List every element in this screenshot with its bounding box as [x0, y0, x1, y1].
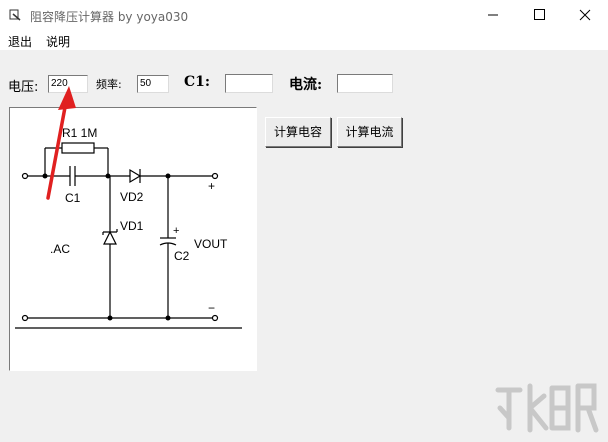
c1-label: C1: [184, 74, 211, 90]
vd1-label: VD1 [120, 219, 144, 233]
minimize-icon [488, 14, 498, 16]
vout-label: VOUT [194, 237, 228, 251]
r1-label: R1 1M [62, 126, 97, 140]
plus-top-label: + [208, 179, 215, 193]
current-label: 电流: [289, 77, 323, 93]
menu-bar: 退出 说明 [0, 30, 608, 50]
frequency-field[interactable]: 50 [137, 75, 169, 93]
menu-exit[interactable]: 退出 [8, 35, 33, 49]
c1-component-label: C1 [65, 191, 81, 205]
c2-label: C2 [174, 249, 190, 263]
ac-label: .AC [50, 242, 70, 256]
maximize-button[interactable] [516, 0, 562, 30]
close-button[interactable] [562, 0, 608, 30]
current-field[interactable] [337, 74, 393, 93]
app-icon [9, 9, 21, 21]
menu-help[interactable]: 说明 [46, 35, 71, 49]
title-bar: 阻容降压计算器 by yoya030 [0, 0, 608, 30]
watermark-logo [495, 383, 599, 433]
calc-capacitor-button[interactable]: 计算电容 [265, 117, 331, 147]
minimize-button[interactable] [470, 0, 516, 30]
window-title: 阻容降压计算器 by yoya030 [30, 10, 189, 24]
c1-field[interactable] [225, 74, 273, 93]
circuit-schematic: R1 1M C1 VD2 VD1 C2 VOUT .AC + + − [15, 126, 242, 329]
close-icon [579, 9, 591, 21]
frequency-label: 频率: [96, 78, 122, 91]
circuit-diagram: R1 1M C1 VD2 VD1 C2 VOUT .AC + + − [9, 107, 257, 371]
voltage-label: 电压: [8, 80, 39, 95]
calc-current-button[interactable]: 计算电流 [337, 117, 402, 147]
minus-label: − [208, 301, 215, 315]
plus-c2-label: + [173, 225, 179, 237]
maximize-icon [534, 9, 545, 20]
vd2-label: VD2 [120, 190, 144, 204]
